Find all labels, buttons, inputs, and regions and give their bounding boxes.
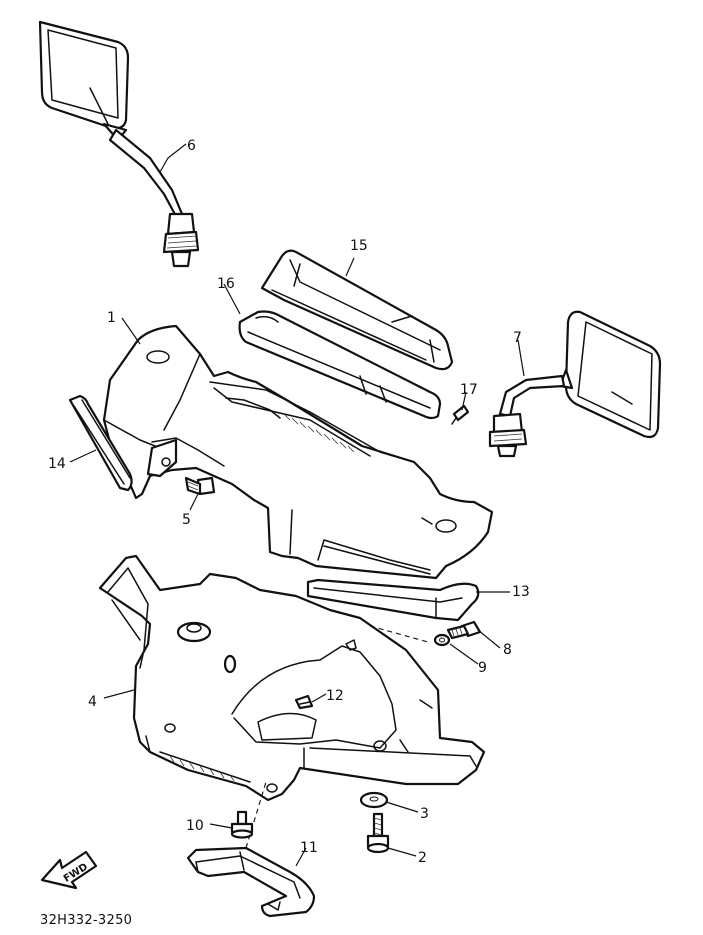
callout-7: 7 [513,330,522,346]
callout-numbers: 1 6 7 15 16 17 14 5 13 8 9 4 12 3 2 10 1… [48,138,530,866]
part-7-right-mirror [488,310,662,458]
part-14-left-trim [68,394,133,492]
callout-11: 11 [300,840,318,856]
part-17-small-screw [451,404,470,425]
fwd-arrow-icon: FWD [40,850,98,890]
callout-15: 15 [350,238,368,254]
part-12-clip [294,694,314,710]
alignment-line-handle [245,781,267,849]
callout-3: 3 [420,806,429,822]
callout-16: 16 [217,276,235,292]
part-15-upper-panel [260,249,454,371]
callout-14: 14 [48,456,66,472]
callout-4: 4 [88,694,97,710]
callout-5: 5 [182,512,191,528]
callout-6: 6 [187,138,196,154]
part-13-right-trim [306,578,480,622]
diagram-code: 32H332-3250 [40,913,132,928]
part-8-bolt [446,620,482,640]
part-11-bottom-handle [186,846,316,918]
callout-8: 8 [503,642,512,658]
part-10-screw [230,810,254,839]
part-9-washer [433,633,451,647]
leader-lines [69,143,525,867]
callout-9: 9 [478,660,487,676]
callout-10: 10 [186,818,204,834]
callout-17: 17 [460,382,478,398]
part-1-upper-cover [102,324,494,580]
part-16-seal-strip [238,310,442,420]
callout-13: 13 [512,584,530,600]
callout-12: 12 [326,688,344,704]
part-2-long-bolt [366,812,390,854]
part-3-washer [359,791,389,809]
part-4-lower-cover [98,554,486,802]
part-6-left-mirror [38,20,200,268]
callout-1: 1 [107,310,116,326]
callout-2: 2 [418,850,427,866]
part-5-bolt [184,476,216,496]
